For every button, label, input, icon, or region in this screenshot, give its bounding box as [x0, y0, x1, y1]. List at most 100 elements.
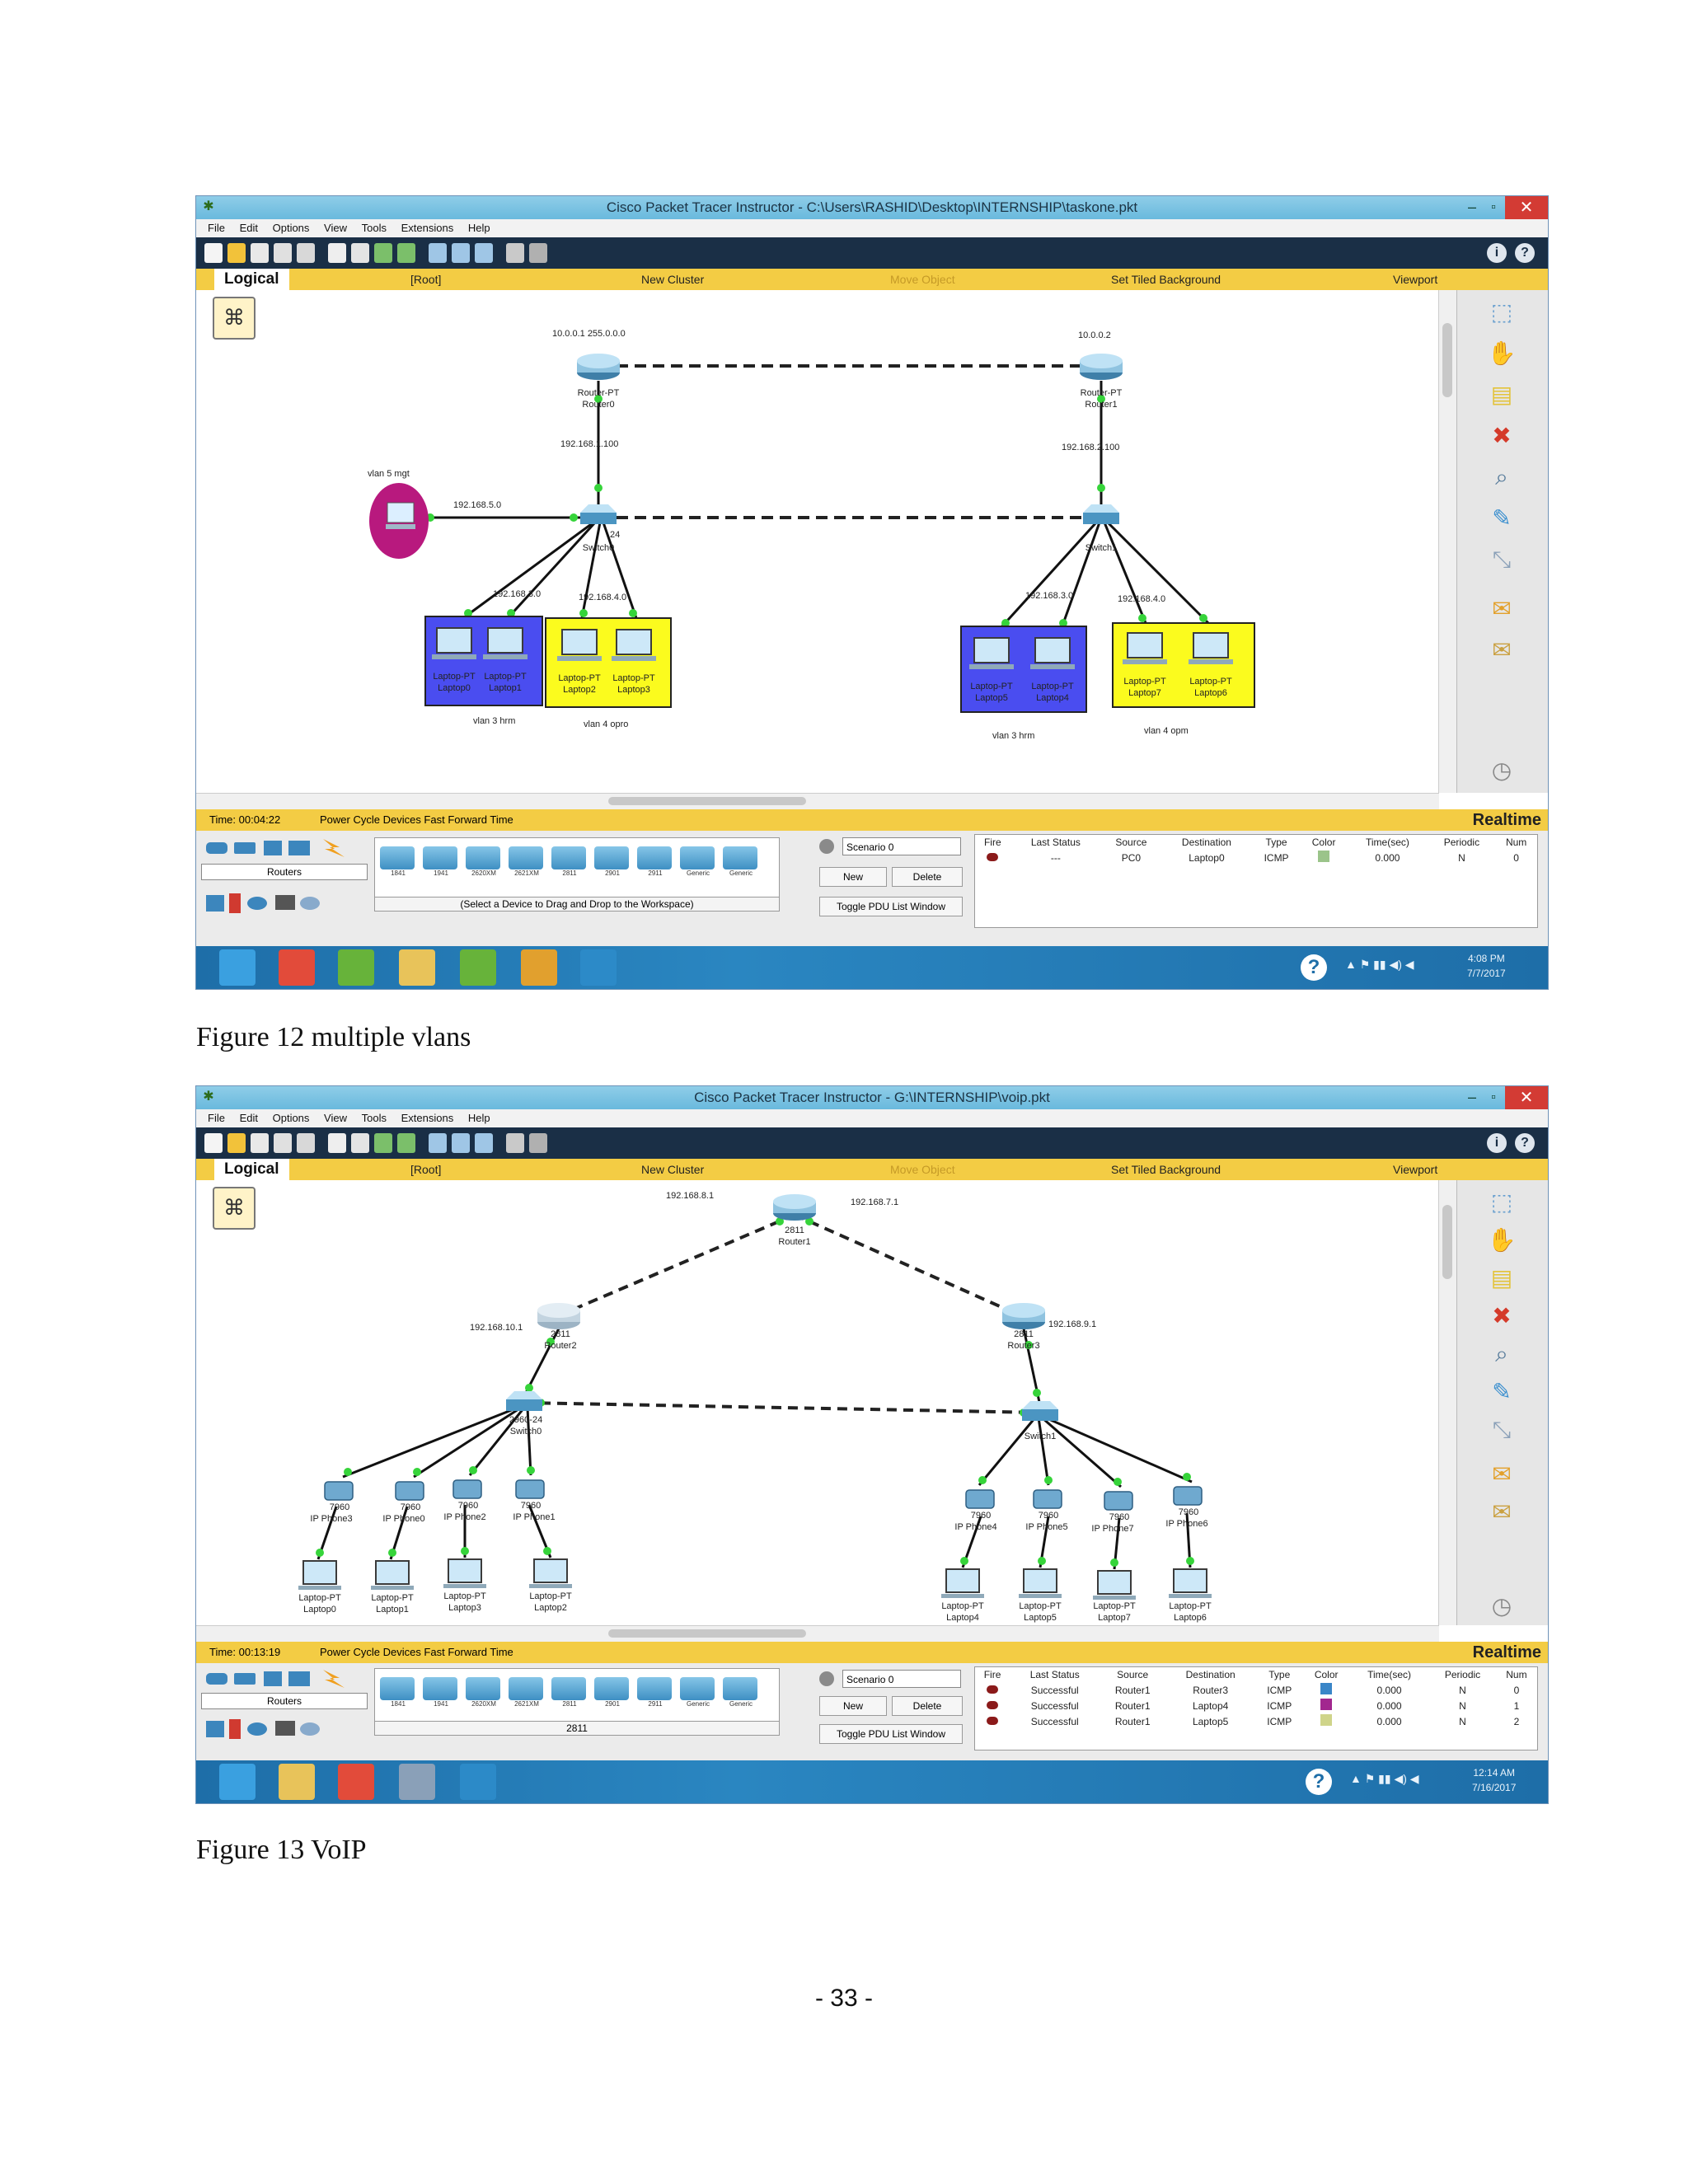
- laptop7-icon[interactable]: [1097, 1570, 1132, 1595]
- select-icon[interactable]: ⬚: [1490, 1189, 1513, 1215]
- menu-view[interactable]: View: [324, 222, 347, 234]
- inspect-icon[interactable]: ⌕: [1495, 1341, 1508, 1366]
- device-model-list[interactable]: 1841 1941 2620XM 2621XM 2811 2901 2911 G…: [374, 1668, 780, 1736]
- device-model-2911[interactable]: 2911: [637, 846, 673, 879]
- workspace-horizontal-scrollbar[interactable]: [196, 793, 1439, 810]
- scenario-select[interactable]: Scenario 0: [842, 1670, 961, 1688]
- device-model-1841[interactable]: 1841: [380, 1677, 416, 1710]
- pdu-header-num[interactable]: Num: [1506, 1669, 1527, 1680]
- laptop6-icon[interactable]: [1173, 1568, 1207, 1593]
- print-icon[interactable]: [274, 1133, 292, 1153]
- device-model-2811[interactable]: 2811: [551, 846, 588, 879]
- logical-workspace[interactable]: ⌘: [196, 1180, 1457, 1625]
- ip-phone0-icon[interactable]: [395, 1481, 424, 1501]
- fire-pdu-icon[interactable]: [987, 1716, 999, 1725]
- device-category-icons[interactable]: [206, 1668, 363, 1690]
- switch0-icon[interactable]: [506, 1391, 542, 1411]
- redo-icon[interactable]: [397, 1133, 415, 1153]
- menu-tools[interactable]: Tools: [361, 1112, 387, 1124]
- help-icon[interactable]: ?: [1515, 1133, 1535, 1153]
- open-file-icon[interactable]: [227, 243, 246, 263]
- pdu-header-source[interactable]: Source: [1115, 837, 1147, 848]
- zoom-reset-icon[interactable]: [452, 1133, 470, 1153]
- pdu-header-last-status[interactable]: Last Status: [1029, 1669, 1080, 1680]
- laptop1-icon[interactable]: [375, 1560, 410, 1585]
- laptop4-icon[interactable]: [945, 1568, 980, 1593]
- device-model-generic-1[interactable]: Generic: [680, 846, 716, 879]
- switch1-icon[interactable]: [1022, 1401, 1058, 1421]
- new-scenario-button[interactable]: New: [819, 1696, 887, 1716]
- maximize-button[interactable]: ▫: [1491, 200, 1496, 214]
- logical-workspace[interactable]: ⌘: [196, 290, 1457, 793]
- undo-icon[interactable]: [374, 243, 392, 263]
- control-panel-icon[interactable]: [399, 1764, 435, 1800]
- zoom-in-icon[interactable]: [429, 243, 447, 263]
- file-explorer-icon[interactable]: [279, 1764, 315, 1800]
- laptop5-icon[interactable]: [1023, 1568, 1057, 1593]
- realtime-mode-label[interactable]: Realtime: [1472, 811, 1541, 829]
- laptop2-icon[interactable]: [533, 1558, 568, 1583]
- delete-scenario-button[interactable]: Delete: [892, 867, 963, 887]
- device-model-2621xm[interactable]: 2621XM: [509, 1677, 545, 1710]
- power-cycle-controls[interactable]: Power Cycle Devices Fast Forward Time: [320, 1646, 513, 1658]
- zoom-in-icon[interactable]: [429, 1133, 447, 1153]
- pdu-header-last-status[interactable]: Last Status: [1030, 837, 1081, 848]
- minimize-button[interactable]: –: [1467, 199, 1476, 215]
- logical-view-icon[interactable]: ⌘: [213, 297, 256, 340]
- new-cluster-button[interactable]: New Cluster: [641, 1163, 705, 1176]
- utorrent-icon-2[interactable]: [460, 949, 496, 986]
- menu-help[interactable]: Help: [467, 222, 490, 234]
- drawing-palette-icon[interactable]: [506, 243, 524, 263]
- viewport-button[interactable]: Viewport: [1393, 273, 1438, 286]
- device-model-1941[interactable]: 1941: [423, 1677, 459, 1710]
- info-icon[interactable]: i: [1487, 243, 1507, 263]
- router1-icon[interactable]: [773, 1194, 816, 1221]
- workspace-vertical-scrollbar[interactable]: [1438, 1180, 1457, 1625]
- router1-icon[interactable]: [1080, 354, 1123, 380]
- device-model-2901[interactable]: 2901: [594, 846, 631, 879]
- menu-edit[interactable]: Edit: [239, 1112, 258, 1124]
- router0-icon[interactable]: [577, 354, 620, 380]
- maximize-button[interactable]: ▫: [1491, 1090, 1496, 1104]
- inspect-icon[interactable]: ⌕: [1495, 464, 1508, 490]
- laptop6-icon[interactable]: [1193, 632, 1229, 658]
- menu-help[interactable]: Help: [467, 1112, 490, 1124]
- pdu-header-color[interactable]: Color: [1311, 837, 1336, 848]
- router2-icon[interactable]: [537, 1303, 580, 1329]
- utorrent-icon[interactable]: [338, 949, 374, 986]
- laptop4-icon[interactable]: [1034, 637, 1071, 663]
- device-model-1941[interactable]: 1941: [423, 846, 459, 879]
- resize-icon[interactable]: ⤡: [1492, 1417, 1512, 1442]
- scenario-select[interactable]: Scenario 0: [842, 837, 961, 855]
- router3-icon[interactable]: [1002, 1303, 1045, 1329]
- table-row[interactable]: Successful Router1 Laptop4 ICMP 0.000 N …: [975, 1698, 1537, 1713]
- realtime-clock-icon[interactable]: ◷: [1491, 757, 1512, 783]
- ip-phone5-icon[interactable]: [1033, 1489, 1062, 1509]
- menu-extensions[interactable]: Extensions: [401, 222, 454, 234]
- custom-devices-icon[interactable]: [529, 243, 547, 263]
- ip-phone7-icon[interactable]: [1104, 1491, 1133, 1511]
- fire-pdu-icon[interactable]: [987, 852, 999, 861]
- scenario-info-icon[interactable]: [819, 1671, 834, 1686]
- undo-icon[interactable]: [374, 1133, 392, 1153]
- device-model-2911[interactable]: 2911: [637, 1677, 673, 1710]
- select-icon[interactable]: ⬚: [1490, 299, 1513, 325]
- device-model-generic-2[interactable]: Generic: [723, 846, 759, 879]
- laptop3-icon[interactable]: [616, 629, 652, 655]
- laptop0-icon[interactable]: [302, 1560, 337, 1585]
- root-link[interactable]: [Root]: [410, 273, 442, 286]
- table-row[interactable]: --- PC0 Laptop0 ICMP 0.000 N 0: [975, 850, 1537, 865]
- switch1-icon[interactable]: [1083, 504, 1119, 524]
- pdu-header-destination[interactable]: Destination: [1185, 1669, 1236, 1680]
- pdu-header-periodic[interactable]: Periodic: [1444, 1669, 1481, 1680]
- delete-icon[interactable]: ✖: [1492, 1303, 1512, 1329]
- pdu-header-time[interactable]: Time(sec): [1365, 837, 1409, 848]
- minimize-button[interactable]: –: [1467, 1089, 1476, 1105]
- complex-pdu-icon[interactable]: ✉: [1492, 1499, 1512, 1525]
- device-subcategory-icons[interactable]: [206, 1716, 363, 1741]
- zoom-reset-icon[interactable]: [452, 243, 470, 263]
- device-model-2811[interactable]: 2811: [551, 1677, 588, 1710]
- toggle-pdu-list-button[interactable]: Toggle PDU List Window: [819, 1724, 963, 1744]
